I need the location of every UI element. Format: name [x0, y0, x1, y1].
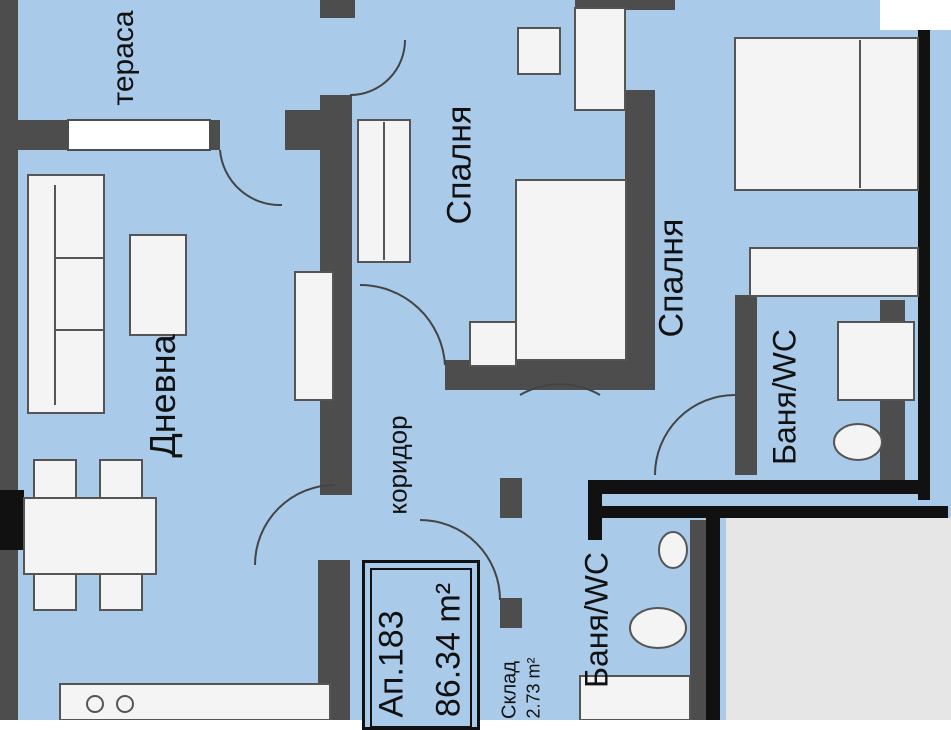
coffee-table — [129, 234, 187, 336]
label-bedroom-2: Спалня — [652, 218, 691, 338]
door-swings — [219, 39, 736, 601]
label-bedroom-1: Спалня — [440, 105, 479, 225]
sofa — [27, 174, 105, 414]
outer-walls — [0, 30, 948, 720]
wardrobe-2 — [749, 247, 919, 297]
dining-table — [23, 459, 157, 611]
label-bath-2: Баня/WC — [578, 552, 615, 688]
desk — [517, 7, 626, 111]
kitchen-counter — [59, 683, 331, 720]
bath-1-fixtures — [833, 321, 915, 461]
label-terrace: тераса — [107, 10, 140, 106]
stairwell — [726, 518, 951, 720]
wardrobe — [357, 119, 411, 263]
bed-2 — [734, 37, 919, 191]
label-corridor: коридор — [382, 415, 413, 515]
label-storage-area: 2.73 m² — [523, 657, 544, 719]
bath-2-fixtures — [579, 531, 691, 720]
apartment-area: 86.34 m² — [429, 582, 468, 718]
label-living-room: Дневна — [142, 334, 183, 458]
label-storage: Склад — [498, 661, 521, 719]
label-bath-1: Баня/WC — [766, 329, 803, 465]
apartment-number: Ап.183 — [372, 610, 411, 718]
bed-1 — [469, 179, 627, 367]
tv-unit — [294, 271, 334, 401]
window — [67, 119, 211, 151]
outer-white — [880, 0, 951, 30]
